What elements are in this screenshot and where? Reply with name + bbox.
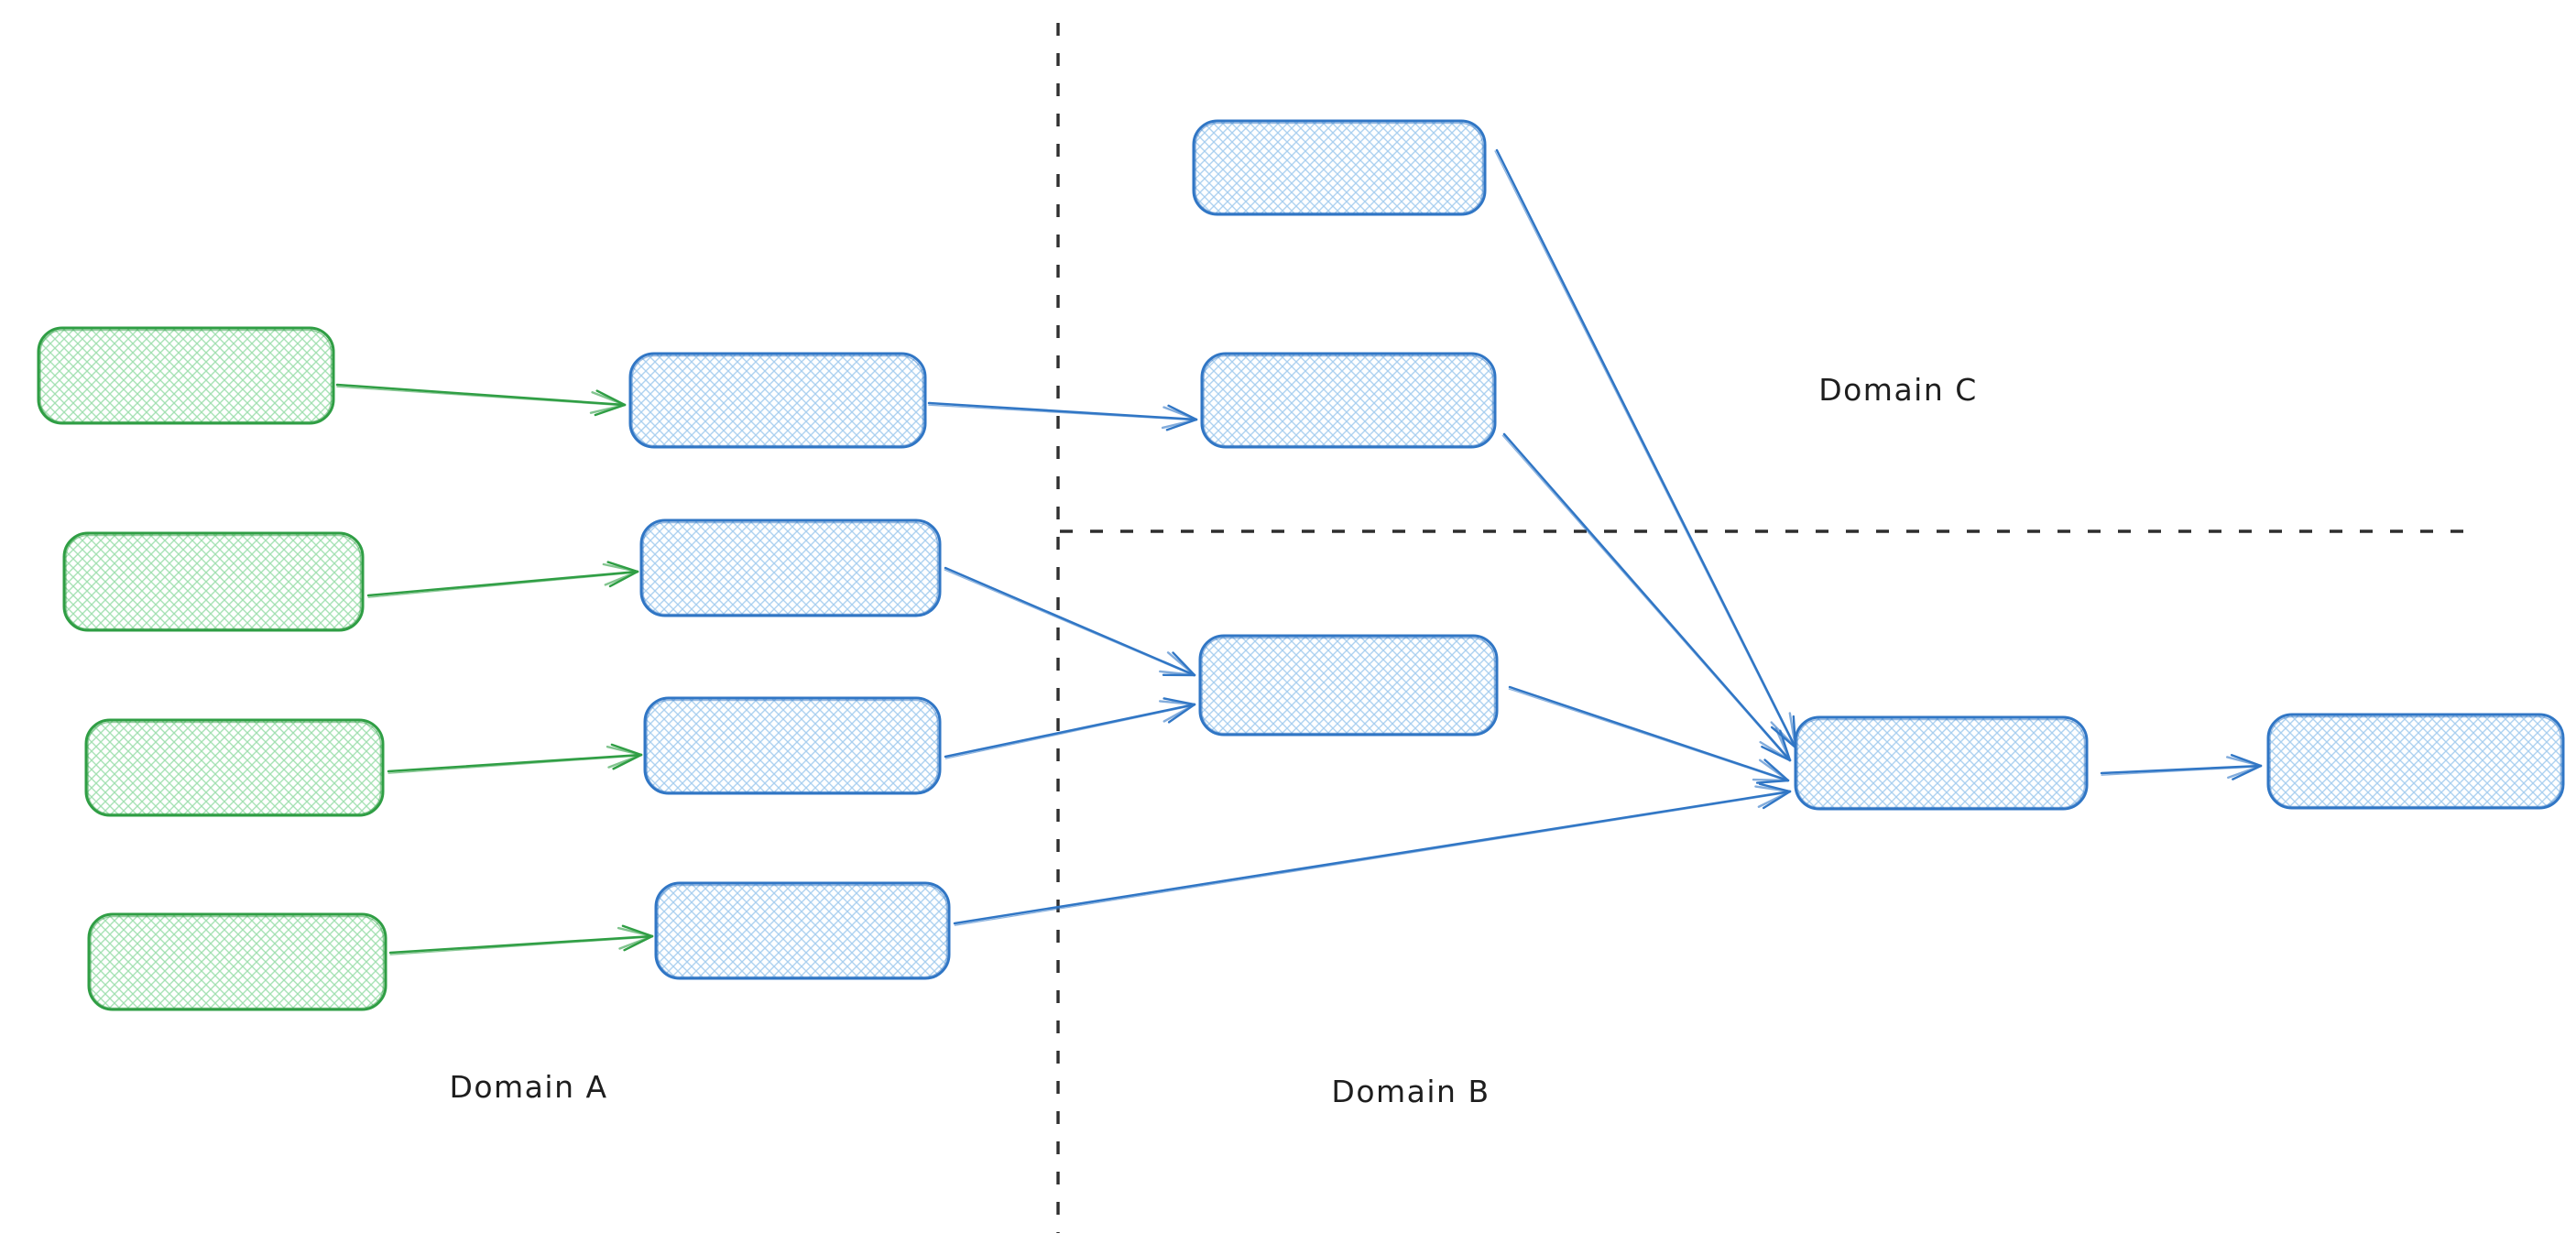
edge-asource1-aproc1[interactable]: [335, 383, 627, 417]
edge-asource2-aproc2[interactable]: [366, 561, 639, 598]
divider-layer: [1056, 23, 2466, 1233]
edge-bmiddle-bhub[interactable]: [1508, 685, 1790, 784]
node-a-source-2[interactable]: [62, 531, 365, 632]
edge-aproc3-bmiddle[interactable]: [944, 697, 1196, 759]
node-a-source-1[interactable]: [37, 326, 335, 425]
label-domain-b[interactable]: Domain B: [1331, 1074, 1490, 1109]
node-a-proc-3[interactable]: [643, 696, 942, 795]
label-domain-a[interactable]: Domain A: [449, 1069, 607, 1105]
edge-bupper-bhub[interactable]: [1501, 432, 1792, 762]
node-a-proc-4[interactable]: [654, 881, 951, 980]
label-domain-c[interactable]: Domain C: [1818, 372, 1978, 408]
node-b-sink[interactable]: [2266, 713, 2565, 810]
edge-asource3-aproc3[interactable]: [387, 743, 643, 774]
node-b-middle[interactable]: [1198, 634, 1499, 737]
edge-bhub-bsink[interactable]: [2100, 754, 2263, 780]
edge-ctop-bhub[interactable]: [1494, 148, 1797, 749]
label-layer: Domain A Domain B Domain C: [449, 372, 1978, 1109]
node-a-proc-2[interactable]: [639, 518, 942, 617]
node-b-hub[interactable]: [1794, 715, 2089, 811]
edge-asource4-aproc4[interactable]: [388, 924, 654, 955]
node-layer: [37, 119, 2565, 1011]
node-a-proc-1[interactable]: [628, 352, 927, 449]
node-a-source-4[interactable]: [87, 912, 387, 1011]
edge-aproc2-bmiddle[interactable]: [944, 566, 1196, 677]
edge-layer: [335, 148, 2263, 955]
edge-aproc1-bupper[interactable]: [927, 401, 1198, 431]
node-a-source-3[interactable]: [84, 718, 385, 817]
node-c-top[interactable]: [1192, 119, 1487, 216]
node-b-upper[interactable]: [1200, 352, 1497, 449]
edge-aproc4-bhub[interactable]: [953, 782, 1792, 926]
